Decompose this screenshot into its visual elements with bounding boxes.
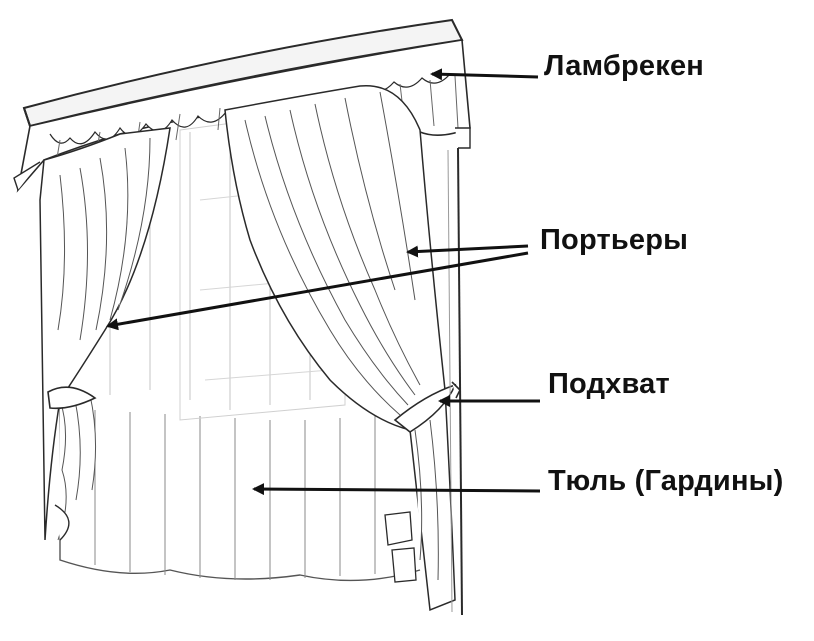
tieback-label: Подхват <box>548 368 670 400</box>
drapes-pointer-right <box>406 244 529 258</box>
left-drape <box>39 127 171 541</box>
drapes-label: Портьеры <box>540 224 689 256</box>
valance-pointer <box>430 68 539 81</box>
pointer-lines <box>106 68 541 496</box>
tulle-label: Тюль (Гардины) <box>548 465 784 497</box>
window-frame-edge <box>447 147 463 616</box>
valance-label: Ламбрекен <box>544 50 704 82</box>
drapes-pointer-left <box>106 251 529 331</box>
left-tieback <box>47 386 97 410</box>
tulle-pointer <box>252 483 541 496</box>
right-drape <box>224 84 456 612</box>
